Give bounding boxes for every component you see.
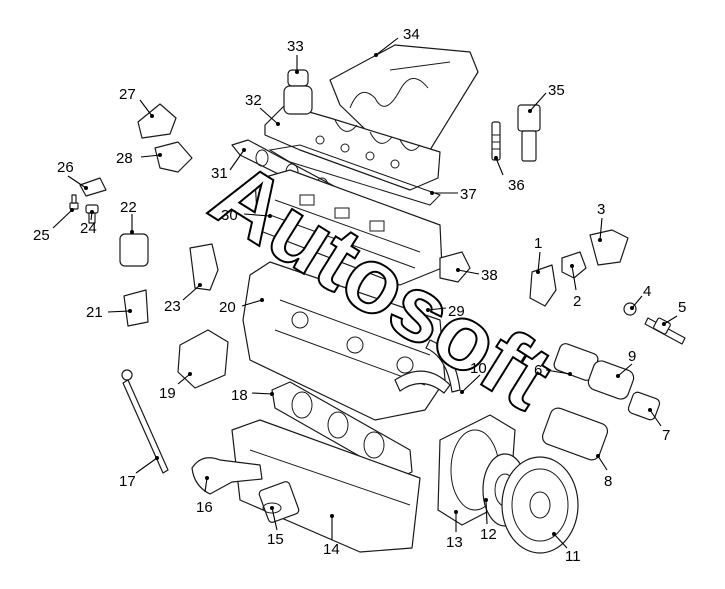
part-oil-hose xyxy=(425,339,461,393)
part-head-cover xyxy=(264,104,441,191)
callout-6: 6 xyxy=(534,362,542,379)
part-thermostat-3 xyxy=(589,229,629,266)
part-mount-28 xyxy=(154,141,193,173)
callout-35: 35 xyxy=(548,82,565,99)
callout-25: 25 xyxy=(33,227,50,244)
callout-24: 24 xyxy=(80,220,97,237)
part-bolt-5 xyxy=(644,317,686,345)
part-engine-block xyxy=(242,261,446,421)
part-sensor-2 xyxy=(561,251,587,279)
part-oil-pan xyxy=(231,419,421,553)
callout-10: 10 xyxy=(470,360,487,377)
callout-29: 29 xyxy=(448,303,465,320)
callout-7: 7 xyxy=(662,427,670,444)
engine-parts xyxy=(69,44,686,554)
callout-13: 13 xyxy=(446,534,463,551)
part-starter-7 xyxy=(627,391,661,421)
callout-18: 18 xyxy=(231,387,248,404)
leader-lines xyxy=(52,37,678,549)
callout-12: 12 xyxy=(480,526,497,543)
callout-20: 20 xyxy=(219,299,236,316)
callout-14: 14 xyxy=(323,541,340,558)
callout-21: 21 xyxy=(86,304,103,321)
part-bolt-25 xyxy=(69,194,79,210)
part-thermostat-housing xyxy=(439,251,471,283)
part-oil-cap xyxy=(283,69,313,115)
part-flange xyxy=(123,289,149,327)
part-mount-27 xyxy=(137,103,177,139)
part-starter-9 xyxy=(587,360,635,400)
part-bracket-26 xyxy=(79,177,107,197)
part-flywheel xyxy=(501,456,579,554)
callout-37: 37 xyxy=(460,186,477,203)
callout-5: 5 xyxy=(678,299,686,316)
callout-23: 23 xyxy=(164,298,181,315)
callout-31: 31 xyxy=(211,165,228,182)
part-sensor-1 xyxy=(529,264,557,307)
callout-3: 3 xyxy=(597,201,605,218)
callout-15: 15 xyxy=(267,531,284,548)
callout-36: 36 xyxy=(508,177,525,194)
callout-30: 30 xyxy=(221,207,238,224)
callout-labels: 1 2 3 4 5 6 7 8 9 10 11 12 13 14 15 16 1… xyxy=(33,26,686,565)
part-dipstick xyxy=(121,369,169,474)
callout-33: 33 xyxy=(287,38,304,55)
callout-26: 26 xyxy=(57,159,74,176)
part-water-pump xyxy=(177,329,229,389)
part-crankshaft xyxy=(271,381,413,479)
part-ignition-coil xyxy=(517,104,541,162)
callout-27: 27 xyxy=(119,86,136,103)
callout-17: 17 xyxy=(119,473,136,490)
part-cylinder-head xyxy=(254,169,443,286)
part-alternator-8 xyxy=(541,407,609,461)
callout-4: 4 xyxy=(643,283,651,300)
callout-32: 32 xyxy=(245,92,262,109)
callout-22: 22 xyxy=(120,199,137,216)
part-cover-gasket xyxy=(268,144,441,206)
part-coolant-hose xyxy=(394,370,451,394)
callout-8: 8 xyxy=(604,473,612,490)
callout-34: 34 xyxy=(403,26,420,43)
callout-11: 11 xyxy=(565,548,581,565)
callout-38: 38 xyxy=(481,267,498,284)
part-oil-filter xyxy=(258,481,300,523)
callout-19: 19 xyxy=(159,385,176,402)
callout-1: 1 xyxy=(534,235,542,252)
part-sensor-bracket xyxy=(189,243,219,291)
callout-9: 9 xyxy=(628,348,636,365)
callout-16: 16 xyxy=(196,499,213,516)
callout-28: 28 xyxy=(116,150,133,167)
callout-2: 2 xyxy=(573,293,581,310)
part-filter-cartridge xyxy=(119,233,149,267)
part-spark-plug xyxy=(491,121,501,161)
part-oil-pump xyxy=(191,457,263,495)
